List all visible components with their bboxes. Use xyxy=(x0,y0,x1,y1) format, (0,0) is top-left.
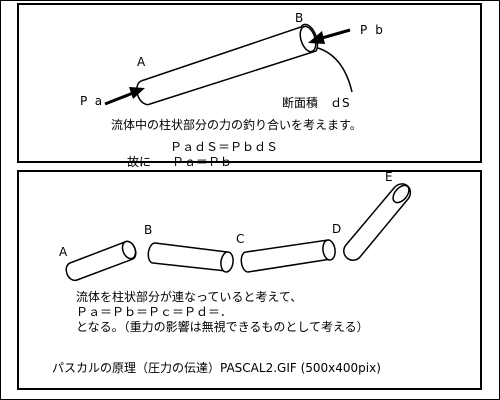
label-a-top: A xyxy=(137,55,146,69)
area-leader-line xyxy=(317,47,353,93)
bottom-line-1: 流体を柱状部分が連なっていると考えて、 xyxy=(76,290,303,304)
cylinder-b xyxy=(147,242,234,273)
pb-arrow xyxy=(308,28,351,44)
top-cylinder xyxy=(136,23,319,106)
area-label: 断面積 ｄS xyxy=(282,96,350,110)
footer-caption: パスカルの原理（圧力の伝達）PASCAL2.GIF (500x400pix) xyxy=(52,361,381,375)
label-pb: Pb xyxy=(360,23,391,37)
pa-arrow xyxy=(104,87,145,106)
label-b-bottom: B xyxy=(144,223,153,237)
label-b-top: B xyxy=(295,11,304,25)
equation-force: ＰａｄＳ＝ＰｂｄＳ xyxy=(170,140,279,154)
cylinder-d-e xyxy=(343,183,412,261)
label-d-bottom: D xyxy=(332,222,342,236)
top-caption: 流体中の柱状部分の力の釣り合いを考えます。 xyxy=(111,118,362,132)
label-pa: Pa xyxy=(80,94,111,108)
label-a-bottom: A xyxy=(59,245,68,259)
label-c-bottom: C xyxy=(236,232,245,246)
bottom-panel xyxy=(17,170,482,390)
label-e-bottom: E xyxy=(385,170,393,184)
bottom-line-2: Ｐａ＝Ｐｂ＝Ｐｃ＝Ｐｄ＝． xyxy=(76,305,233,319)
equation-pressure: Ｐａ＝Ｐｂ xyxy=(172,155,233,169)
bottom-line-3: となる。（重力の影響は無視できるものとして考える） xyxy=(76,320,369,334)
cylinder-c xyxy=(240,239,336,273)
cylinder-a xyxy=(65,240,137,282)
top-panel xyxy=(17,3,482,163)
equation-prefix: 故に xyxy=(127,155,152,169)
